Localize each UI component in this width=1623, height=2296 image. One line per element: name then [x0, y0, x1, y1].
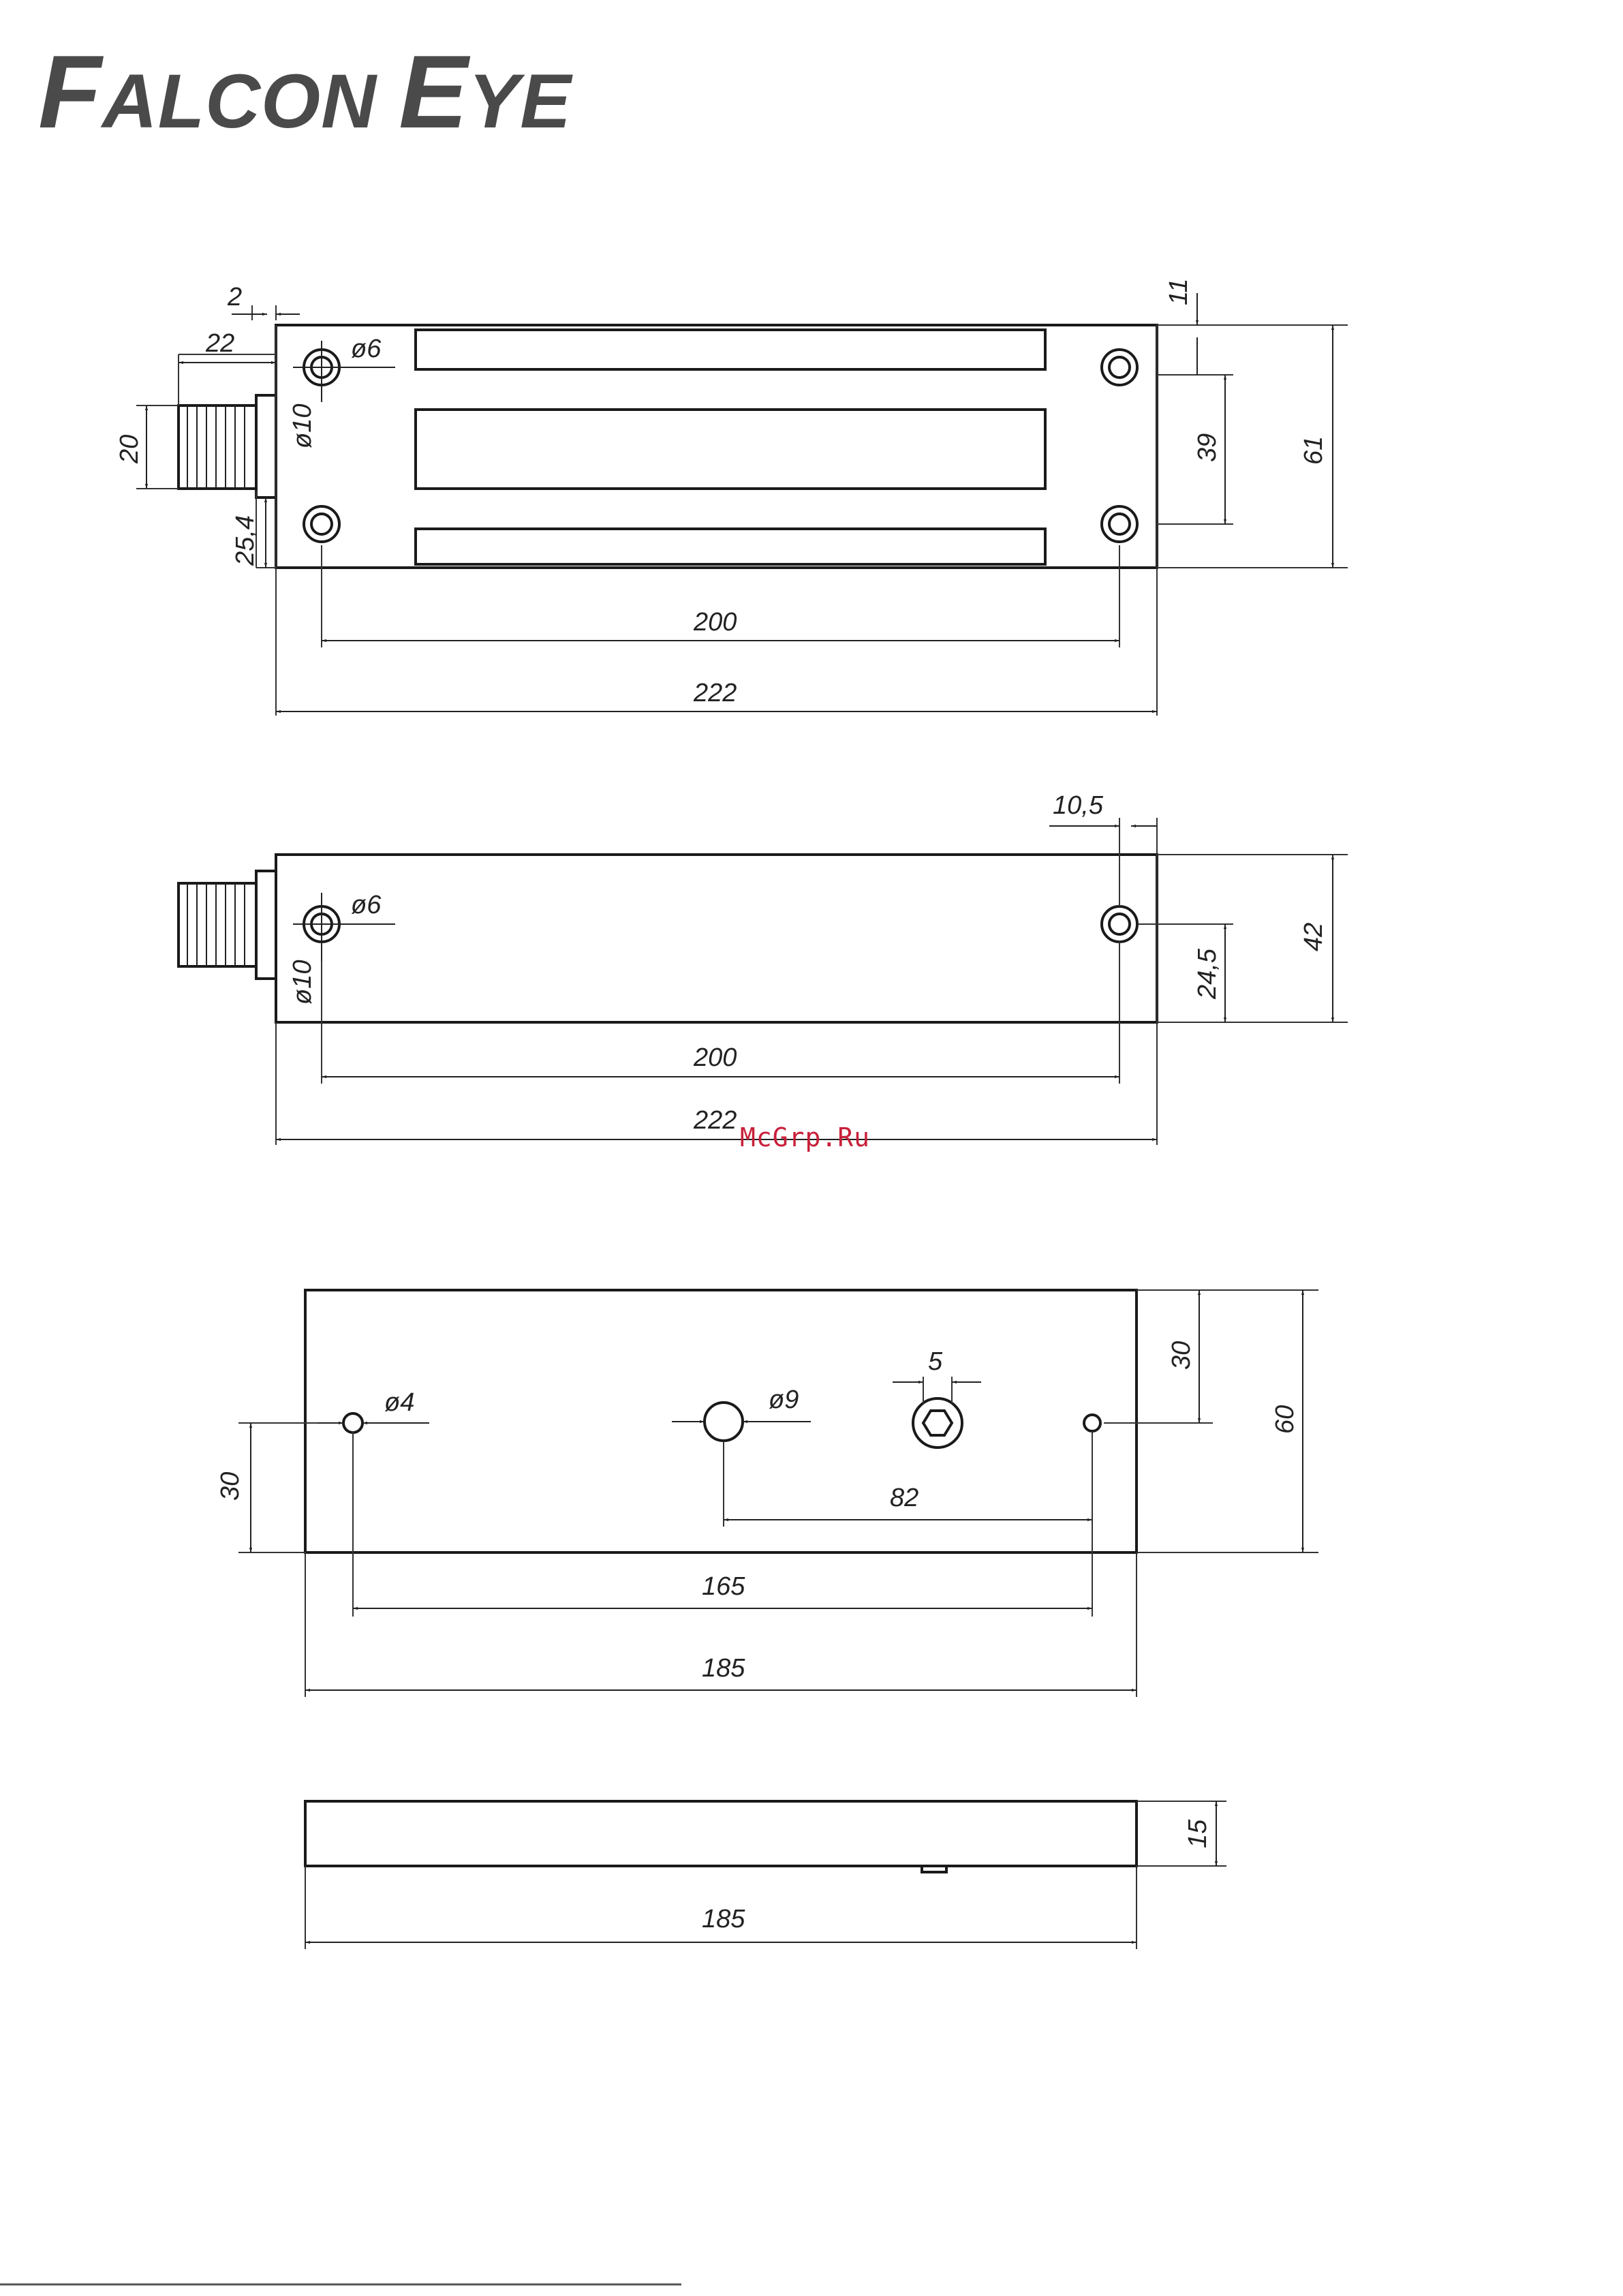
dim-2: 2	[227, 283, 242, 311]
dim-20: 20	[115, 435, 144, 464]
dim-185: 185	[702, 1654, 745, 1683]
dim-42: 42	[1299, 923, 1328, 951]
dim-diam-6-side: ø6	[351, 891, 382, 919]
dim-diam-10: ø10	[288, 404, 317, 448]
dim-222: 222	[693, 679, 737, 707]
dim-diam-10-side: ø10	[288, 960, 317, 1005]
dim-200-side: 200	[693, 1043, 737, 1072]
dim-165: 165	[702, 1572, 745, 1601]
armature-plate-outline	[305, 1290, 1137, 1552]
plate-side-view: 15 185	[305, 1801, 1226, 1949]
coil-slot-middle	[416, 410, 1045, 489]
hex-socket-screw	[913, 1398, 962, 1448]
dim-222-side: 222	[693, 1106, 737, 1135]
cable-gland-top-view	[179, 395, 276, 498]
dim-61: 61	[1299, 436, 1328, 465]
dim-15: 15	[1184, 1819, 1212, 1848]
dim-24-5: 24,5	[1193, 948, 1222, 1000]
dim-185-side: 185	[702, 1905, 745, 1933]
dim-diam-4: ø4	[384, 1388, 414, 1417]
mounting-hole-right	[1102, 906, 1137, 942]
mounting-hole-bottom-right	[1102, 506, 1137, 542]
plate-view: ø4 ø9 5 30 60 30 82 165 185	[216, 1290, 1318, 1697]
lock-body-outline	[276, 325, 1157, 568]
mounting-hole-bottom-left	[304, 506, 339, 542]
dim-22: 22	[205, 329, 234, 358]
coil-slot-top	[416, 330, 1045, 369]
dim-diam-9: ø9	[769, 1386, 799, 1414]
watermark: McGrp.Ru	[740, 1122, 870, 1152]
dim-30-left: 30	[216, 1472, 245, 1501]
dim-30-top: 30	[1167, 1341, 1196, 1370]
coil-slot-bottom	[416, 529, 1045, 564]
mounting-hole-top-right	[1102, 350, 1137, 385]
cable-gland-side-view	[179, 871, 276, 979]
screw-head-side	[922, 1866, 946, 1872]
plate-hole-left	[343, 1413, 362, 1433]
dim-82: 82	[890, 1484, 918, 1512]
dim-60: 60	[1271, 1405, 1299, 1434]
side-view: 10,5 ø6 ø10 24,5 42 200 222	[179, 791, 1348, 1145]
dim-5: 5	[928, 1347, 943, 1376]
dim-11: 11	[1164, 279, 1193, 305]
dim-diam-6: ø6	[351, 335, 382, 363]
armature-plate-side-outline	[305, 1801, 1137, 1866]
lock-body-side-outline	[276, 855, 1157, 1022]
dim-25-4: 25,4	[231, 515, 260, 566]
dim-10-5: 10,5	[1053, 791, 1104, 820]
plate-hole-right	[1084, 1415, 1100, 1431]
dim-200: 200	[693, 608, 737, 637]
dim-39: 39	[1193, 433, 1222, 462]
top-view: 2 22 20 ø6 ø10 25,4 11 39 61 200 222	[115, 279, 1348, 716]
plate-center-hole	[705, 1403, 743, 1441]
